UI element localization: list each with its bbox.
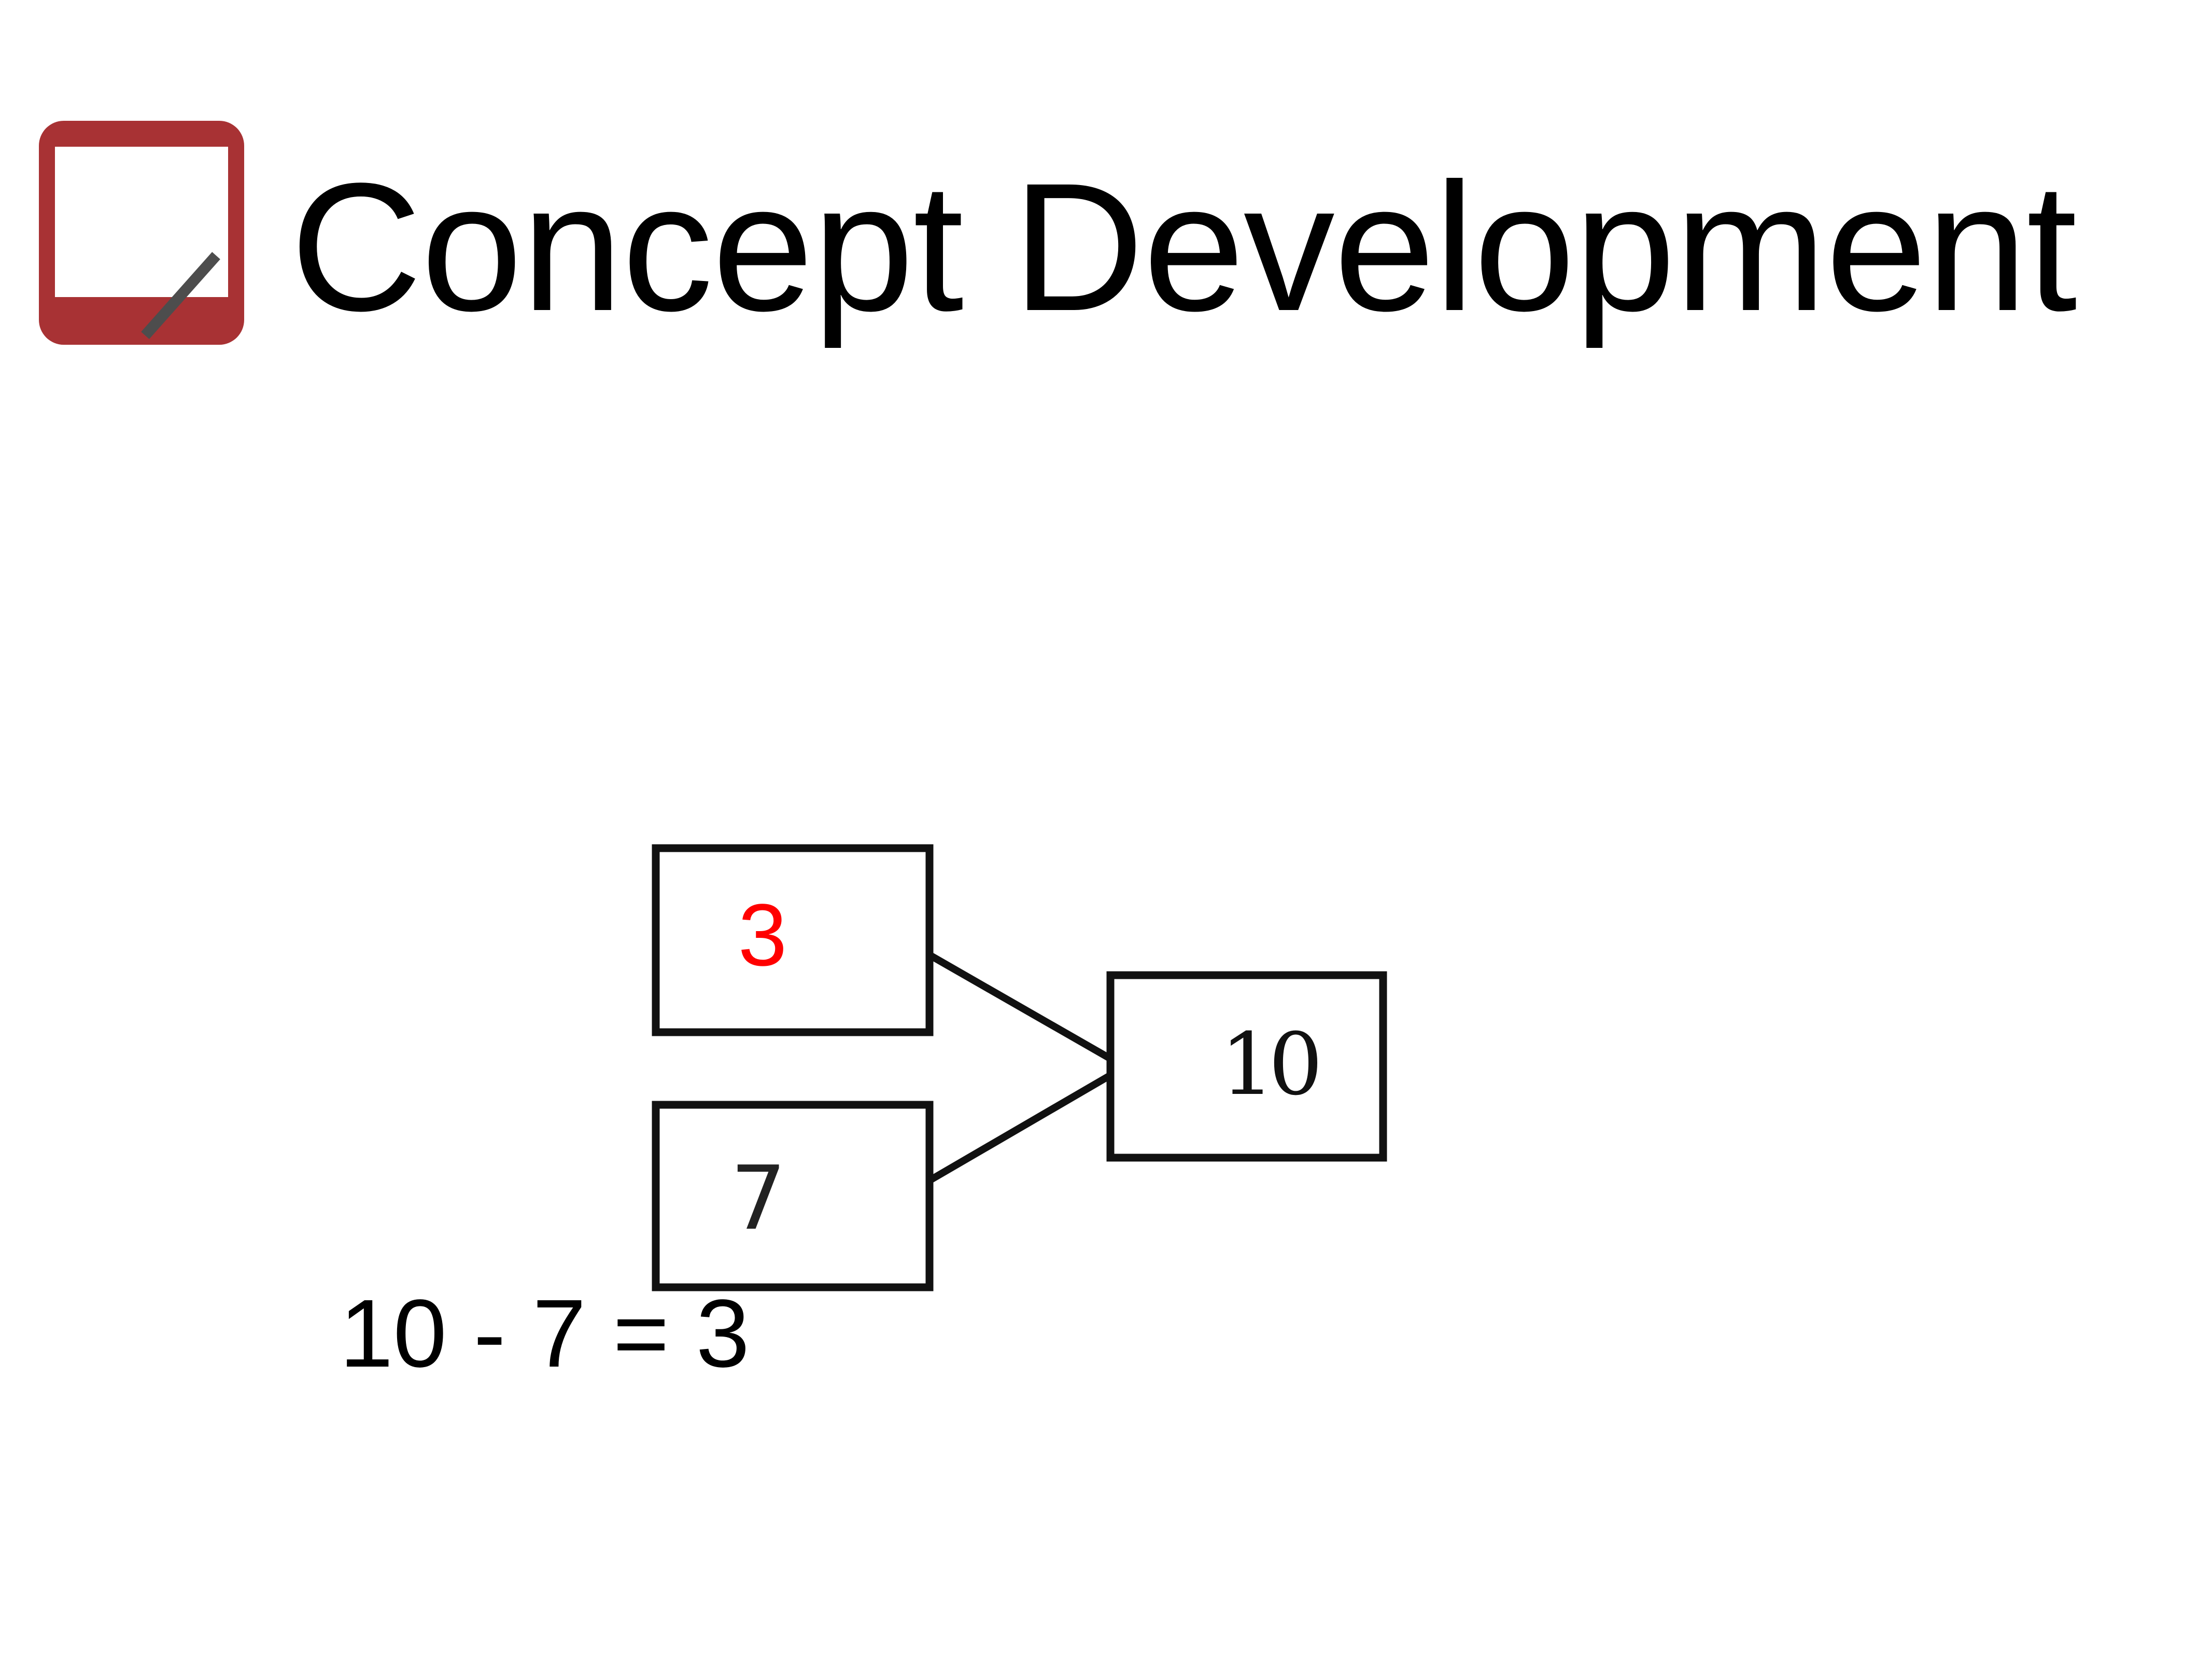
whole-value: 10 (1220, 1015, 1318, 1114)
part-box-top (652, 844, 934, 1036)
part-box-bottom (652, 1101, 934, 1291)
whiteboard-pen-icon (39, 121, 244, 345)
equation-text: 10 - 7 = 3 (340, 1280, 750, 1387)
connector-line-top (927, 951, 1112, 1062)
page-title: Concept Development (290, 145, 2077, 349)
part-b-value: 7 (730, 1147, 786, 1250)
connector-line-bottom (927, 1072, 1112, 1184)
whole-box (1106, 971, 1387, 1162)
part-a-value: 3 (738, 886, 787, 985)
